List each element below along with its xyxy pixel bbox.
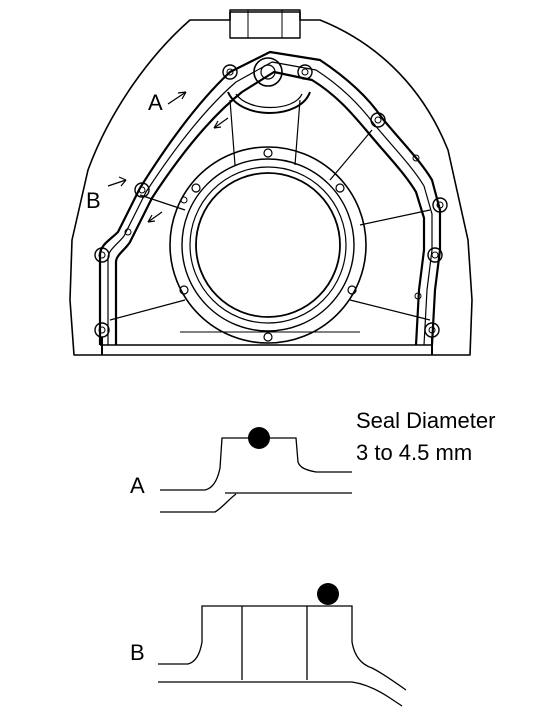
side-hole [180,196,188,204]
rib [329,129,373,181]
bolt-hole [98,251,106,259]
bore-hole [263,148,273,158]
bolt-boss [427,247,443,263]
leader-a-2 [213,117,229,129]
arrowhead-a-1 [177,91,187,100]
view-label-b: B [86,188,101,213]
bore-hole [191,183,201,193]
housing-outline [69,11,473,356]
bolt-boss [370,112,386,128]
bore-hole [347,285,357,295]
bore-hole [263,332,273,342]
housing-ribs [109,99,431,321]
section-a-detail [160,437,352,513]
main-bore-outer [169,146,367,344]
bolt-hole [226,68,234,76]
arrowhead-a-2 [213,120,222,129]
rib [359,209,431,226]
bolt-hole [98,326,106,334]
section-b-detail [158,605,407,707]
upper-seal-arc-2 [235,93,303,109]
bolt-hole [138,186,146,194]
section-b-seal-bead [317,583,339,605]
bolt-hole [428,326,436,334]
section-label-b: B [130,640,145,665]
bolt-hole [436,201,444,209]
perimeter-bolt-bosses [94,64,448,338]
rib [349,299,431,321]
bolt-hole [374,116,382,124]
seal-groove-inner [114,70,426,346]
bolt-boss [94,247,110,263]
view-label-a: A [148,90,163,115]
rib [229,99,236,166]
seal-groove-outer [98,50,442,346]
bolt-boss [94,322,110,338]
leader-a-1 [167,91,187,105]
main-bore-inner [195,172,341,318]
side-hole [414,292,422,300]
bolt-boss [432,197,448,213]
housing-cover-view [69,9,473,356]
seal-groove-mid [107,61,433,346]
top-boss [229,9,301,39]
bolt-boss [134,182,150,198]
side-hole [124,228,132,236]
section-a-seal-bead [248,427,270,449]
upper-seal-arc [227,91,311,114]
bolt-hole [431,251,439,259]
rib [109,299,186,321]
section-a-lower-profile [160,493,237,513]
section-b-upper-profile [158,605,407,691]
section-b-lower-profile [158,681,403,707]
side-hole [412,154,420,162]
leader-b-1 [107,179,127,187]
main-bore-rim [189,166,347,324]
seal-diameter-title: Seal Diameter [356,408,495,433]
rib [139,194,186,211]
top-shaft-boss [253,57,283,87]
section-label-a: A [130,473,145,498]
arrowhead-b-2 [147,214,156,223]
bore-hole [179,285,189,295]
bolt-boss [297,64,313,80]
bolt-hole [301,68,309,76]
top-shaft-hole [260,64,276,80]
bolt-boss-holes [98,68,444,334]
bore-bolt-holes [179,148,357,342]
main-bore-flange [181,158,355,332]
leader-b-2 [147,211,163,223]
seal-diameter-value: 3 to 4.5 mm [356,440,472,465]
callout-leaders [107,91,229,223]
arrowhead-b-1 [118,176,127,187]
bore-hole [335,183,345,193]
rib [294,99,301,166]
bolt-boss [222,64,238,80]
